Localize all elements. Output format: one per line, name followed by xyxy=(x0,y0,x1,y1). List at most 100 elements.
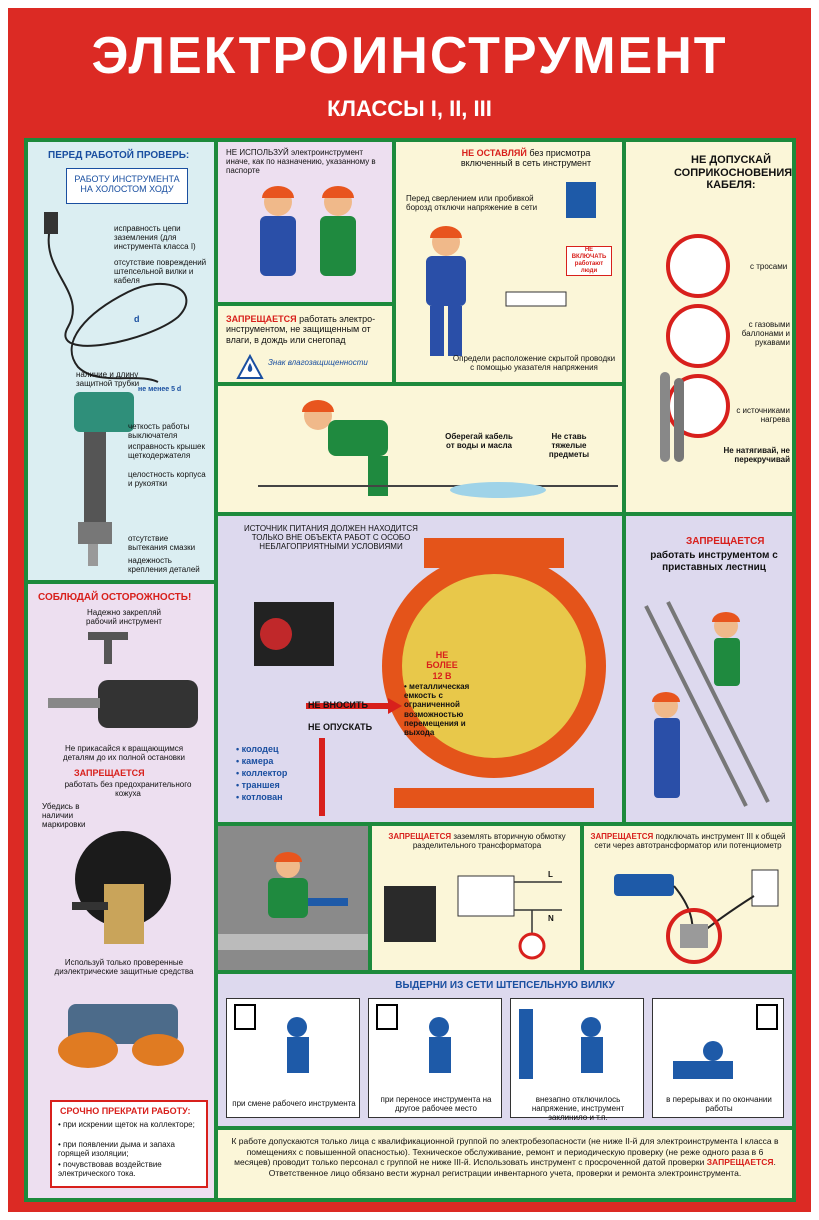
caution-heading: СОБЛЮДАЙ ОСТОРОЖНОСТЬ! xyxy=(38,592,192,603)
no-tension-text: Не натягивай, не перекручивай xyxy=(723,446,790,465)
check-item: четкость работы выключателя xyxy=(128,422,190,441)
moisture-icon xyxy=(236,353,264,379)
footer-text: К работе допускаются только лица с квали… xyxy=(231,1136,779,1178)
cable-item: с тросами xyxy=(750,262,788,271)
length-label: не менее 5 d xyxy=(138,386,182,393)
misuse-panel: НЕ ИСПОЛЬЗУЙ электроинструмент иначе, ка… xyxy=(218,142,392,302)
line-l-label: L xyxy=(548,870,553,879)
tank-drawing xyxy=(254,538,606,816)
hidden-wiring-text: Определи расположение скрытой проводки с… xyxy=(452,354,616,373)
check-item: исправность крышек щеткодержателя xyxy=(128,442,205,461)
cable-contact-drawing xyxy=(660,234,730,462)
unplug-card: при переносе инструмента на другое рабоч… xyxy=(368,998,502,1118)
ladder-text: работать инструментом с приставных лестн… xyxy=(650,550,778,573)
check-item: целостность корпуса и рукоятки xyxy=(128,470,206,489)
grinder-drawing xyxy=(72,831,171,944)
power-source-text: ИСТОЧНИК ПИТАНИЯ ДОЛЖЕН НАХОДИТСЯ ТОЛЬКО… xyxy=(244,524,418,552)
no-guard-text: работать без предохранительного кожуха xyxy=(64,780,192,799)
dielectric-text: Используй только проверенные диэлектриче… xyxy=(54,958,194,977)
stop-item: • при появлении дыма и запаха горящей из… xyxy=(58,1140,175,1159)
ladder-red: ЗАПРЕЩАЕТСЯ xyxy=(686,536,765,547)
stop-item: • при искрении щеток на коллекторе; xyxy=(58,1120,195,1129)
unplug-card: при смене рабочего инструмента xyxy=(226,998,360,1118)
d-label: d xyxy=(134,314,140,324)
unplug-heading: ВЫДЕРНИ ИЗ СЕТИ ШТЕПСЕЛЬНУЮ ВИЛКУ xyxy=(395,980,615,991)
stop-item: • почувствовав воздействие электрическог… xyxy=(58,1160,162,1179)
confined-space-panel: ИСТОЧНИК ПИТАНИЯ ДОЛЖЕН НАХОДИТСЯ ТОЛЬКО… xyxy=(218,516,622,822)
content-frame: ПЕРЕД РАБОТОЙ ПРОВЕРЬ: РАБОТУ ИНСТРУМЕНТ… xyxy=(24,138,796,1202)
marking-text: Убедись в наличии маркировки xyxy=(42,802,86,830)
cable-drawing xyxy=(44,212,188,566)
footer-panel: К работе допускаются только лица с квали… xyxy=(218,1130,792,1198)
plug-icon xyxy=(376,1004,451,1073)
gloved-drill-drawing xyxy=(58,1004,184,1068)
workers-drawing xyxy=(260,186,356,276)
stop-heading: СРОЧНО ПРЕКРАТИ РАБОТУ: xyxy=(60,1106,191,1116)
pipe-panel xyxy=(218,826,368,970)
cable-heading: НЕ ДОПУСКАЙ СОПРИКОСНОВЕНИЯ КАБЕЛЯ: xyxy=(674,154,793,192)
check-item: надежность крепления деталей xyxy=(128,556,200,575)
ladder-panel: ЗАПРЕЩАЕТСЯ работать инструментом с прис… xyxy=(626,516,792,822)
no-heavy-text: Не ставь тяжелые предметы xyxy=(548,432,590,460)
line-n-label: N xyxy=(548,914,554,923)
misuse-text: НЕ ИСПОЛЬЗУЙ электроинструмент иначе, ка… xyxy=(226,148,376,176)
check-item: отсутствие вытекания смазки xyxy=(128,534,196,553)
plug-icon xyxy=(234,1004,309,1073)
place-item: • котлован xyxy=(236,792,283,802)
check-item: отсутствие повреждений штепсельной вилки… xyxy=(114,258,207,286)
ground-text: ЗАПРЕЩАЕТСЯ заземлять вторичную обмотку … xyxy=(388,832,566,851)
check-item: наличие и длину защитной трубки xyxy=(76,370,140,389)
check-heading: ПЕРЕД РАБОТОЙ ПРОВЕРЬ: xyxy=(48,150,190,161)
idle-box: РАБОТУ ИНСТРУМЕНТА НА ХОЛОСТОМ ХОДУ xyxy=(66,168,188,204)
rain-text: ЗАПРЕЩАЕТСЯ работать электро-инструменто… xyxy=(226,314,376,345)
drill-chuck-drawing xyxy=(48,632,198,728)
place-item: • колодец xyxy=(236,744,279,754)
no-touch-text: Не прикасайся к вращающимся деталям до и… xyxy=(62,744,186,763)
connect-text: ЗАПРЕЩАЕТСЯ подключать инструмент III к … xyxy=(590,832,786,851)
place-item: • траншея xyxy=(236,780,280,790)
caution-panel: СОБЛЮДАЙ ОСТОРОЖНОСТЬ! Надежно закрепляй… xyxy=(28,584,214,1198)
max-voltage-text: НЕ БОЛЕЕ 12 В xyxy=(426,650,458,681)
autotransformer-panel: ЗАПРЕЩАЕТСЯ подключать инструмент III к … xyxy=(584,826,792,970)
plug-icon xyxy=(519,1009,603,1079)
cable-item: с источниками нагрева xyxy=(736,406,790,425)
place-item: • коллектор xyxy=(236,768,288,778)
vessel-text: • металлическая емкость с ограниченной в… xyxy=(404,682,470,737)
pipe-worker-drawing xyxy=(218,852,368,950)
protect-cable-text: Оберегай кабель от воды и масла xyxy=(445,432,513,451)
unplug-card: внезапно отключилось напряжение, инструм… xyxy=(510,998,644,1122)
plug-icon xyxy=(673,1004,778,1079)
moisture-sign-text: Знак влагозащищенности xyxy=(268,358,368,367)
no-lower-text: НЕ ОПУСКАТЬ xyxy=(308,722,373,732)
autotransformer-diagram xyxy=(614,869,779,964)
rain-panel: ЗАПРЕЩАЕТСЯ работать электро-инструменто… xyxy=(218,306,392,382)
poster: ЭЛЕКТРОИНСТРУМЕНТ КЛАССЫ I, II, III ПЕРЕ… xyxy=(8,8,811,1212)
unplug-case: внезапно отключилось напряжение, инструм… xyxy=(531,1095,625,1123)
unattended-panel: НЕ ОСТАВЛЯЙ без присмотра включенный в с… xyxy=(396,142,622,382)
fix-tool-text: Надежно закрепляй рабочий инструмент xyxy=(86,608,162,627)
cable-panel: НЕ ДОПУСКАЙ СОПРИКОСНОВЕНИЯ КАБЕЛЯ: с тр… xyxy=(626,142,792,512)
unattended-text: НЕ ОСТАВЛЯЙ без присмотра включенный в с… xyxy=(460,148,592,169)
place-item: • камера xyxy=(236,756,274,766)
page-title: ЭЛЕКТРОИНСТРУМЕНТ xyxy=(91,27,728,85)
transformer-diagram xyxy=(384,875,562,960)
transformer-panel: ЗАПРЕЩАЕТСЯ заземлять вторичную обмотку … xyxy=(372,826,580,970)
warning-sign: НЕ ВКЛЮЧАТЬ работают люди xyxy=(566,246,612,276)
unplug-panel: ВЫДЕРНИ ИЗ СЕТИ ШТЕПСЕЛЬНУЮ ВИЛКУ при см… xyxy=(218,974,792,1126)
page-subtitle: КЛАССЫ I, II, III xyxy=(327,96,492,121)
unplug-case: при переносе инструмента на другое рабоч… xyxy=(380,1095,492,1114)
unplug-card: в перерывах и по окончании работы xyxy=(652,998,784,1118)
stop-box: СРОЧНО ПРЕКРАТИ РАБОТУ: • при искрении щ… xyxy=(50,1100,208,1188)
check-item: исправность цепи заземления (для инструм… xyxy=(114,224,196,252)
no-guard-red: ЗАПРЕЩАЕТСЯ xyxy=(74,768,145,778)
cable-protection-panel: Оберегай кабель от воды и масла Не ставь… xyxy=(218,386,622,512)
unplug-case: при смене рабочего инструмента xyxy=(232,1099,356,1108)
unplug-case: в перерывах и по окончании работы xyxy=(666,1095,772,1114)
ladder-drawing xyxy=(644,601,770,807)
kneeling-worker-drawing xyxy=(258,400,618,498)
electrician-drawing xyxy=(426,182,596,356)
check-panel: ПЕРЕД РАБОТОЙ ПРОВЕРЬ: РАБОТУ ИНСТРУМЕНТ… xyxy=(28,142,214,580)
drilling-text: Перед сверлением или пробивкой борозд от… xyxy=(406,194,538,213)
no-bring-text: НЕ ВНОСИТЬ xyxy=(308,700,368,710)
cable-item: с газовыми баллонами и рукавами xyxy=(741,320,790,348)
